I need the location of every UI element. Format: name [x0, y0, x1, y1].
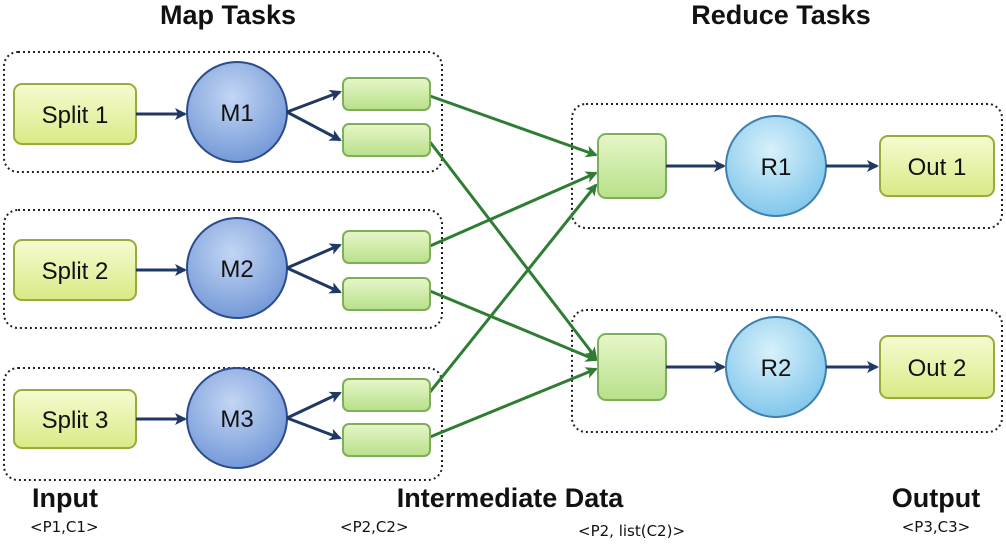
shuffle-arrow-m2b-r2 [429, 289, 598, 362]
split-label-3: Split 3 [42, 407, 109, 434]
mapper-label-2: M2 [220, 256, 253, 283]
arrow-right-icon [286, 266, 342, 294]
reducer-input-box-1 [597, 133, 667, 199]
intermediate-box-m3-a [342, 378, 431, 412]
reduce-input-kv: <P2, list(C2)> [578, 522, 685, 540]
intermediate-heading: Intermediate Data [397, 483, 625, 513]
mapper-label-3: M3 [220, 406, 253, 433]
map-task-group-2 [3, 209, 443, 329]
output-heading: Output [892, 483, 980, 513]
intermediate-box-m2-a [342, 230, 431, 264]
split-label-1: Split 1 [42, 102, 109, 129]
arrow-right-icon [286, 243, 342, 270]
reduce-tasks-heading: Reduce Tasks [691, 0, 871, 30]
map-task-group-1 [3, 51, 443, 173]
arrow-right-icon [286, 391, 342, 420]
split-label-2: Split 2 [42, 258, 109, 285]
output-kv: <P3,C3> [902, 518, 971, 536]
arrow-right-icon [286, 89, 342, 114]
reduce-task-group-1 [571, 103, 1003, 229]
intermediate-box-m1-a [342, 77, 431, 111]
shuffle-arrows [428, 94, 598, 439]
input-heading: Input [32, 483, 98, 513]
output-box-2 [879, 335, 995, 399]
reducer-input-box-2 [597, 333, 667, 401]
shuffle-arrow-m1a-r1 [429, 94, 598, 158]
map-tasks-heading: Map Tasks [160, 0, 296, 30]
arrow-right-icon [286, 416, 342, 441]
mapper-label-1: M1 [220, 100, 253, 127]
map-output-arrows [286, 89, 342, 441]
map-output-kv: <P2,C2> [340, 518, 409, 536]
reducer-label-2: R2 [761, 355, 792, 382]
shuffle-arrow-m3a-r1 [428, 183, 598, 393]
output-box-1 [879, 135, 995, 197]
shuffle-arrow-m1b-r2 [428, 141, 598, 360]
shuffle-arrow-m3b-r2 [429, 367, 598, 439]
arrow-right-icon [286, 110, 342, 142]
intermediate-box-m1-b [342, 123, 431, 157]
output-label-2: Out 2 [908, 355, 967, 382]
output-label-1: Out 1 [908, 154, 967, 181]
reduce-task-group-2 [571, 309, 1003, 433]
shuffle-arrow-m2a-r1 [429, 171, 598, 248]
intermediate-box-m2-b [342, 277, 431, 311]
intermediate-box-m3-b [342, 423, 431, 457]
reducer-label-1: R1 [761, 154, 792, 181]
input-kv: <P1,C1> [30, 518, 99, 536]
map-task-group-3 [3, 367, 443, 481]
